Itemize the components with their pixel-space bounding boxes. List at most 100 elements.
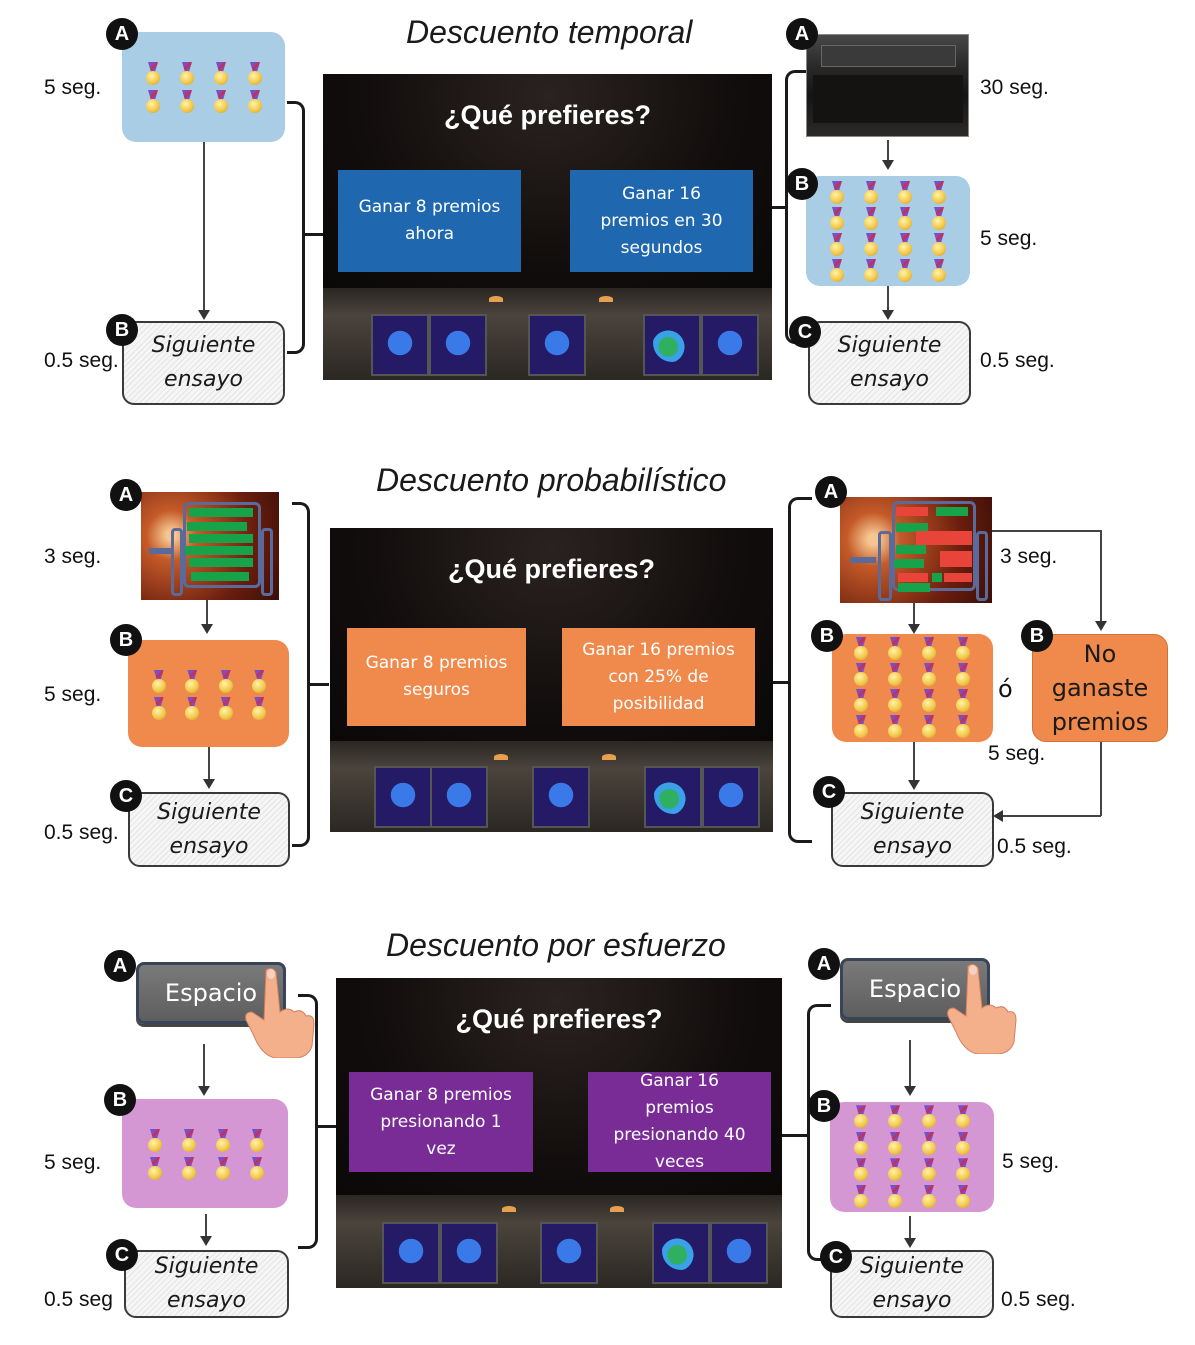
step-badge-a: A — [786, 18, 818, 50]
medal-icon — [249, 1157, 265, 1181]
arrow-down-icon — [908, 780, 920, 790]
duration-label: 0.5 seg. — [980, 349, 1055, 372]
question-text: ¿Qué prefieres? — [447, 554, 656, 584]
duration-label: 5 seg. — [44, 1151, 102, 1174]
medal-icon — [829, 233, 845, 257]
step-badge-a: A — [104, 950, 136, 982]
medal-icon — [151, 696, 167, 721]
medal-icon — [145, 62, 161, 86]
medal-icon — [955, 663, 971, 687]
bracket-left — [298, 994, 318, 1249]
option-text-line: presionando 40 — [613, 1125, 746, 1145]
option-text-line: Ganar 8 premios — [365, 653, 508, 673]
medal-icon — [147, 1129, 163, 1153]
reward-box-8-medals — [122, 1099, 288, 1208]
next-trial-line2: ensayo — [164, 367, 243, 392]
option-text-line: Ganar 16 premios — [582, 639, 735, 660]
medal-icon — [887, 637, 903, 661]
cockpit-panel-image — [336, 1195, 782, 1288]
medal-icon — [897, 181, 913, 205]
reward-box-8-medals — [128, 640, 289, 747]
question-text: ¿Qué prefieres? — [443, 100, 652, 130]
cockpit-panel-image — [323, 288, 772, 380]
medal-icon — [853, 689, 869, 713]
medal-icon — [921, 663, 937, 687]
medal-icon — [955, 1105, 971, 1129]
medal-icon — [921, 1184, 937, 1209]
medal-icon — [863, 181, 879, 205]
arrow-down-icon — [201, 624, 213, 634]
step-badge-a: A — [110, 479, 142, 511]
next-trial-box: Siguiente ensayo — [122, 321, 285, 405]
medal-icon — [145, 90, 161, 114]
medal-icon — [931, 259, 947, 283]
arrow-down-icon — [198, 1086, 210, 1096]
no-prize-box: No ganaste premios — [1032, 634, 1168, 742]
step-badge-b: B — [811, 620, 843, 652]
next-trial-line1: Siguiente — [151, 333, 256, 358]
medal-icon — [181, 1157, 197, 1181]
duration-label: 3 seg. — [1000, 545, 1058, 568]
duration-label: 0.5 seg. — [1001, 1288, 1076, 1311]
medal-icon — [215, 1157, 231, 1181]
duration-label: 0.5 seg. — [44, 821, 119, 844]
arrow-down-icon — [904, 1238, 916, 1248]
medal-icon — [151, 669, 167, 694]
medal-icon — [184, 669, 200, 694]
step-badge-a: A — [808, 948, 840, 980]
spacebar-key[interactable]: Espacio — [840, 958, 990, 1020]
step-badge-c: C — [106, 1239, 138, 1271]
medal-icon — [218, 696, 234, 721]
question-text: ¿Qué prefieres? — [455, 1004, 663, 1034]
medal-icon — [853, 637, 869, 661]
medal-icon — [921, 1131, 937, 1156]
medal-grid — [136, 60, 272, 116]
medal-grid — [820, 180, 956, 284]
step-badge-b: B — [1021, 620, 1053, 652]
panel-title-probabilistic: Descuento probabilístico — [376, 462, 727, 498]
medal-icon — [213, 62, 229, 86]
medal-icon — [897, 233, 913, 257]
medal-icon — [853, 1131, 869, 1156]
medal-icon — [863, 259, 879, 283]
medal-icon — [897, 259, 913, 283]
duration-label: 5 seg. — [1002, 1150, 1060, 1173]
medal-icon — [955, 689, 971, 713]
medal-grid — [142, 668, 276, 722]
spacebar-key[interactable]: Espacio — [136, 962, 286, 1024]
pointing-hand-icon — [947, 963, 1017, 1054]
medal-icon — [921, 689, 937, 713]
bracket-tick — [304, 233, 324, 236]
bracket-right — [785, 70, 807, 344]
medal-icon — [955, 1184, 971, 1209]
medal-icon — [853, 1105, 869, 1129]
bracket-left — [292, 502, 310, 847]
medal-icon — [897, 207, 913, 231]
panel-title-effort: Descuento por esfuerzo — [386, 927, 726, 963]
pointing-hand-icon — [245, 967, 315, 1058]
option-text-line: Ganar 8 premios — [370, 1084, 512, 1105]
medal-icon — [213, 90, 229, 114]
reward-box-16-medals — [830, 1102, 994, 1212]
next-trial-box: Siguiente ensayo — [124, 1250, 289, 1318]
option-text-line: vez — [426, 1138, 456, 1159]
bracket-right — [807, 1004, 831, 1261]
arrow-down-icon — [200, 1236, 212, 1246]
medal-icon — [863, 207, 879, 231]
medal-icon — [853, 1184, 869, 1209]
step-badge-c: C — [813, 776, 845, 808]
arrow-down-icon — [198, 310, 210, 320]
step-badge-c: C — [820, 1241, 852, 1273]
option-text-line: veces — [654, 1152, 705, 1172]
medal-grid — [844, 636, 980, 740]
bracket-tick — [782, 1134, 808, 1137]
reward-box-16-medals — [832, 634, 993, 742]
